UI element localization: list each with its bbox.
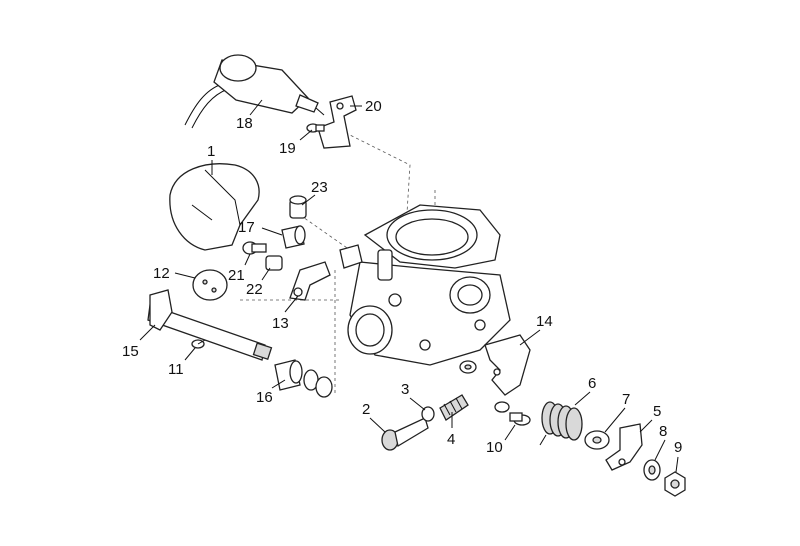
callout-9: 9 — [674, 439, 682, 456]
part-2-adjusting-screw — [381, 417, 429, 451]
part-15-throttle-shaft — [147, 289, 273, 361]
part-10-screw — [509, 412, 531, 426]
callout-18: 18 — [236, 115, 253, 132]
callout-2: 2 — [362, 401, 370, 418]
callout-21: 21 — [228, 267, 245, 284]
callout-15: 15 — [122, 343, 139, 360]
part-6-spring — [539, 401, 583, 446]
callout-4: 4 — [447, 431, 455, 448]
part-22-nut — [265, 255, 283, 271]
callout-17: 17 — [238, 219, 255, 236]
callout-22: 22 — [246, 281, 263, 298]
part-12-throttle-plate — [192, 269, 228, 301]
part-3-washer — [421, 406, 435, 422]
part-16-bushing — [274, 359, 333, 398]
part-5-lever — [605, 423, 643, 471]
part-20-bracket — [317, 95, 357, 149]
callout-10: 10 — [486, 439, 503, 456]
part-13-lever — [289, 261, 331, 301]
part-14-cable-bracket — [484, 334, 531, 413]
callout-14: 14 — [536, 313, 553, 330]
callout-labels: 1 2 3 4 5 6 7 8 9 10 11 12 13 14 15 16 1… — [122, 98, 682, 456]
part-23-fitting — [289, 195, 307, 219]
part-9-nut — [664, 471, 686, 497]
part-7-washer — [584, 430, 610, 450]
callout-1: 1 — [207, 143, 215, 160]
part-18-starter-solenoid — [184, 54, 325, 129]
part-21-screw — [242, 241, 267, 255]
part-17-sleeve — [281, 225, 306, 249]
part-19-screw — [306, 123, 325, 133]
washer — [459, 360, 477, 374]
callout-16: 16 — [256, 389, 273, 406]
callout-3: 3 — [401, 381, 409, 398]
carburetor-body — [339, 204, 511, 366]
callout-23: 23 — [311, 179, 328, 196]
callout-13: 13 — [272, 315, 289, 332]
leader-lines — [139, 99, 679, 473]
part-4-spring — [439, 394, 469, 421]
callout-20: 20 — [365, 98, 382, 115]
callout-8: 8 — [659, 423, 667, 440]
callout-7: 7 — [622, 391, 630, 408]
part-11-small-screw — [191, 339, 206, 349]
part-1-cover — [169, 163, 260, 251]
callout-5: 5 — [653, 403, 661, 420]
callout-6: 6 — [588, 375, 596, 392]
part-8-washer — [643, 459, 661, 481]
callout-19: 19 — [279, 140, 296, 157]
callout-12: 12 — [153, 265, 170, 282]
callout-11: 11 — [168, 361, 184, 378]
